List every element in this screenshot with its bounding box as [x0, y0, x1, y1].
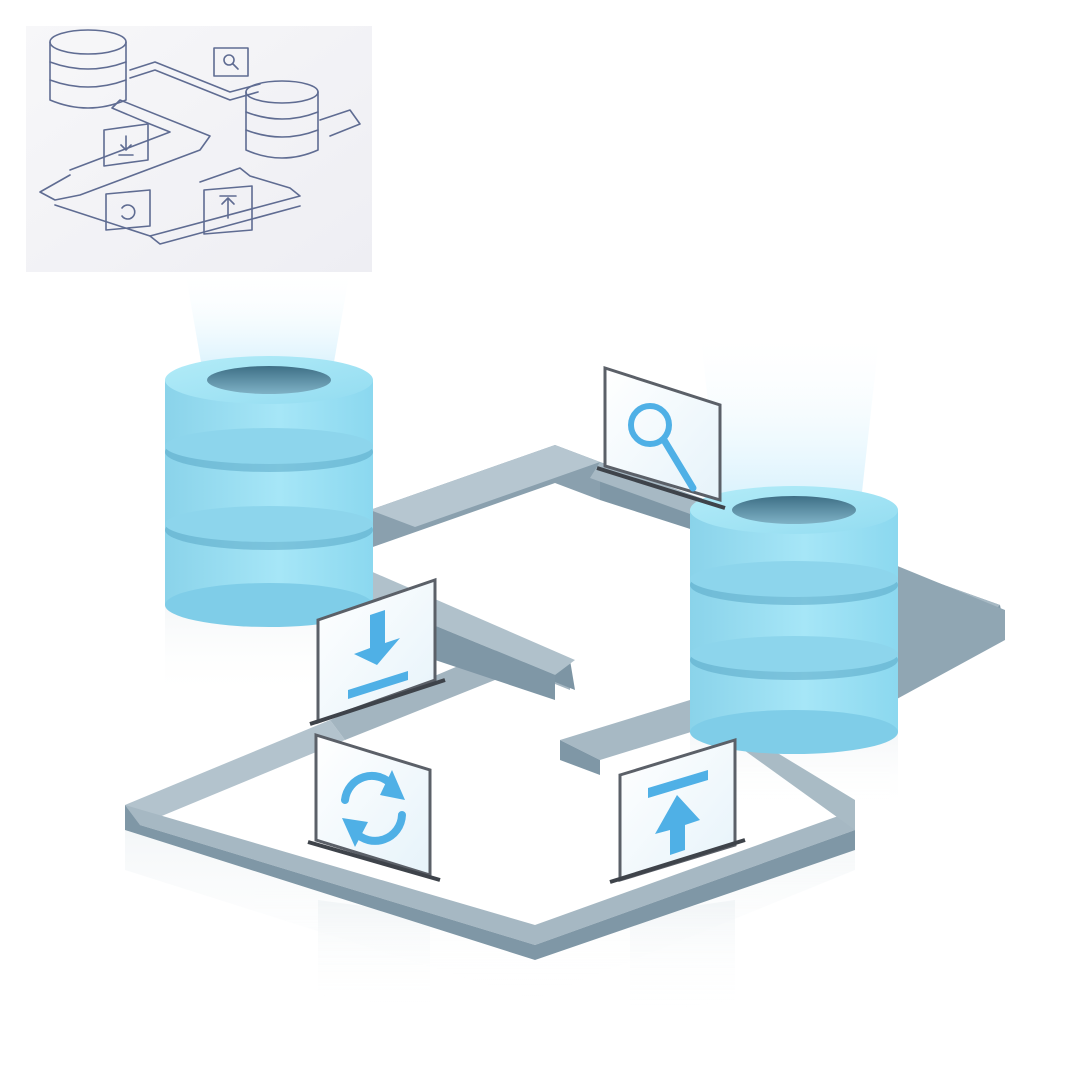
download-icon [348, 610, 408, 699]
upload-icon [648, 770, 708, 855]
panel-upload [609, 737, 746, 884]
database-right [690, 486, 898, 754]
panel-download [309, 577, 446, 726]
glow-beams [185, 270, 880, 510]
sketch-paper [26, 26, 372, 272]
database-left [165, 356, 373, 627]
panel-search [596, 365, 726, 510]
panel-sync [307, 732, 441, 882]
sketch-drawing [26, 26, 372, 272]
search-icon [628, 403, 697, 492]
sync-icon [341, 770, 406, 847]
